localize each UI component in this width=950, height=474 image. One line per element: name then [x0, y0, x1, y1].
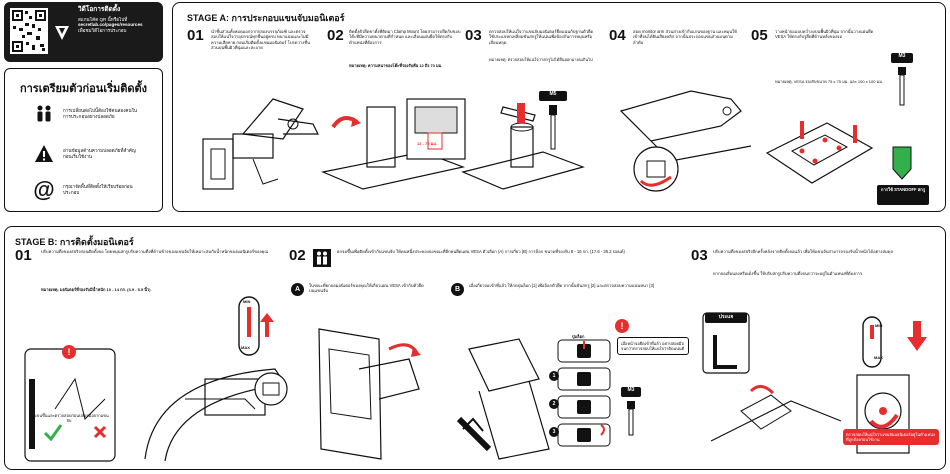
- step-number: 02: [289, 247, 306, 264]
- m3-screw-icon: [898, 67, 906, 106]
- m3-screw-icon: [627, 401, 635, 436]
- two-people-icon: [313, 249, 331, 267]
- hex-key-label: ประแจ: [705, 313, 747, 323]
- option-a-text: ในขณะที่ยกจอมอนิเตอร์ของคุณให้เกี่ยวแผ่น…: [309, 283, 424, 294]
- stage-b-title: STAGE B: การติดตั้งมอนิเตอร์: [15, 237, 134, 247]
- step-badge-3: 3: [549, 427, 559, 437]
- qr-line1: สแกนโค้ด QR นี้หรือไปที่: [78, 16, 128, 22]
- down-arrow-icon: [907, 321, 927, 351]
- m5-tool-label: M5: [539, 91, 567, 101]
- warning-bubble: ตรวจสอบให้แน่ใจว่าแขนจับมอนิเตอร์อยู่ในต…: [843, 429, 939, 445]
- secretlab-logo-icon: [55, 26, 69, 40]
- step-note: หมายเหตุ: VESA รองรับขนาด 75 x 75 มม. แล…: [775, 79, 883, 84]
- step-number: 02: [327, 27, 344, 44]
- option-b-text: เมื่อเกี่ยวจอเข้าที่แล้ว ให้กดปุ่มล็อก […: [469, 283, 655, 288]
- step-number: 03: [691, 247, 708, 264]
- gauge-max-label: MAX: [874, 355, 883, 360]
- preparation-panel: การเตรียมตัวก่อนเริ่มติดตั้ง การเปลี่ยนต…: [4, 68, 163, 212]
- step-number: 03: [465, 27, 482, 44]
- step-text: นำชิ้นส่วนทั้งหมดออกจากกล่องบรรจุภัณฑ์ แ…: [211, 29, 310, 51]
- at-icon: @: [33, 177, 55, 202]
- qr-title: วิดีโอการติดตั้ง: [78, 6, 121, 13]
- step-caption: ยกแขนขึ้นและตรวจสอบก่อนปล่อยมือจากแขนจับ: [29, 413, 109, 423]
- step-text: ติดตั้งตัวยึดขาตั้งที่ติดมา Clamp Mount …: [349, 29, 461, 45]
- hex-key-tool-icon: [702, 312, 842, 442]
- m5-screw-icon: [549, 105, 557, 150]
- prep-item: @ กรุณาจัดพื้นที่ติดตั้งให้เรียบร้อยก่อน…: [33, 177, 143, 202]
- lock-button-step-4: [557, 423, 611, 447]
- step-text: วางหน้าจอแบบคว่ำลงบนพื้นผิวที่นุ่ม จากนั…: [775, 29, 874, 40]
- step-text: ปรับความตึงของสปริงก่อนติดตั้งจอ โดยหมุน…: [41, 249, 269, 254]
- m3-tool-label: M3: [621, 387, 641, 397]
- prep-item: การเปลี่ยนต่อไปนี้ต้องใช้คนสองคนในการประ…: [33, 103, 143, 125]
- lock-vesa-illustration: [456, 338, 550, 460]
- lock-button-label: ปุ่มล็อก: [572, 334, 585, 339]
- qr-url-link[interactable]: secretlab.co/pages/resources: [78, 22, 143, 28]
- warning-icon: !: [62, 345, 76, 359]
- step-note: หมายเหตุ: ความหนาของโต๊ะที่รองรับคือ 12 …: [349, 63, 443, 68]
- two-people-icon: [33, 103, 55, 125]
- step-badge-1: 1: [549, 371, 559, 381]
- tension-gauge-icon: [856, 316, 910, 454]
- stage-b-panel: STAGE B: การติดตั้งมอนิเตอร์ 01 ปรับความ…: [4, 226, 946, 470]
- step-number: 01: [187, 27, 204, 44]
- step-number: 01: [15, 247, 32, 264]
- lock-button-step-3: [557, 395, 611, 419]
- stage-a-title: STAGE A: การประกอบแขนจับมอนิเตอร์: [187, 13, 345, 23]
- step-note: หมายเหตุ: ตรวจสอบให้แน่ใจว่าสกรูไม่ได้ยื…: [489, 57, 593, 62]
- step-badge-2: 2: [549, 399, 559, 409]
- arm-insert-illustration: [461, 103, 585, 190]
- m3-tool-label: M3: [891, 53, 913, 63]
- qr-code[interactable]: [10, 8, 48, 54]
- prep-item-text: กรุณาจัดพื้นที่ติดตั้งให้เรียบร้อยก่อนปร…: [63, 184, 133, 195]
- prep-item: อ่านข้อมูลด้านความปลอดภัยที่สำคัญก่อนเริ…: [33, 143, 143, 165]
- vesa-plate-illustration: [765, 121, 874, 184]
- warning-bubble: เมื่อหน้าจอยึดเข้าที่แล้ว อย่าปล่อยมือจน…: [617, 337, 689, 355]
- prep-item-text: อ่านข้อมูลด้านความปลอดภัยที่สำคัญก่อนเริ…: [63, 148, 136, 159]
- tension-gauge-icon: [238, 296, 260, 356]
- qr-video-panel: วิดีโอการติดตั้ง สแกนโค้ด QR นี้หรือไปที…: [4, 2, 163, 62]
- step-text: ปรับความตึงของสปริงอีกครั้งหลังจากติดตั้…: [713, 249, 894, 254]
- desk-thickness-label: 12 - 70 มม.: [417, 141, 437, 146]
- hook-vesa-illustration: [318, 328, 421, 460]
- option-a-badge: A: [291, 283, 304, 296]
- step-number: 05: [751, 27, 768, 44]
- step-text: สอด monitor arm ส่วนล่างเข้ากับแกนของฐาน…: [633, 29, 737, 45]
- prep-item-text: การเปลี่ยนต่อไปนี้ต้องใช้คนสองคนในการประ…: [63, 108, 138, 119]
- stage-a-panel: STAGE A: การประกอบแขนจับมอนิเตอร์ 01 นำช…: [172, 2, 946, 212]
- gauge-max-label: MAX: [241, 345, 250, 350]
- qr-line2: เพื่อชมวิดีโอการประกอบ: [78, 27, 127, 33]
- prep-title: การเตรียมตัวก่อนเริ่มติดตั้ง: [19, 83, 148, 95]
- spring-adjust-illustration: [24, 348, 288, 462]
- step-text: ตรวจสอบให้แน่ใจว่าแขนจับมอนิเตอร์ยึดแน่น…: [489, 29, 594, 45]
- standoff-label: การใช้ STANDOFF สกรู: [877, 185, 929, 205]
- step-text: ยกจอขึ้นเพื่อติดตั้งเข้ากับแขนจับ ให้คนห…: [337, 249, 625, 254]
- standoff-screw-icon: [892, 146, 912, 180]
- warning-icon: [33, 143, 55, 165]
- arm-parts-illustration: [202, 98, 319, 190]
- step-note: หมายเหตุ: มอนิเตอร์ที่รองรับมีน้ำหนัก 10…: [41, 287, 151, 292]
- clamp-desk-illustration: [320, 98, 466, 190]
- qr-text-block: วิดีโอการติดตั้ง สแกนโค้ด QR นี้หรือไปที…: [78, 6, 160, 33]
- warning-icon: !: [615, 319, 629, 333]
- option-b-badge: B: [451, 283, 464, 296]
- up-arrow-icon: [260, 313, 274, 337]
- step-text-2: หากจอเลื่อนลงหรือเด้งขึ้น ให้ปรับสกรูปรั…: [713, 271, 863, 276]
- lock-button-step-2: [557, 367, 611, 391]
- gauge-min-label: MIN: [243, 299, 251, 304]
- arm-attach-illustration: [619, 90, 752, 192]
- gauge-min-label: MIN: [875, 323, 883, 328]
- lock-button-step-1: [557, 339, 611, 363]
- step-number: 04: [609, 27, 626, 44]
